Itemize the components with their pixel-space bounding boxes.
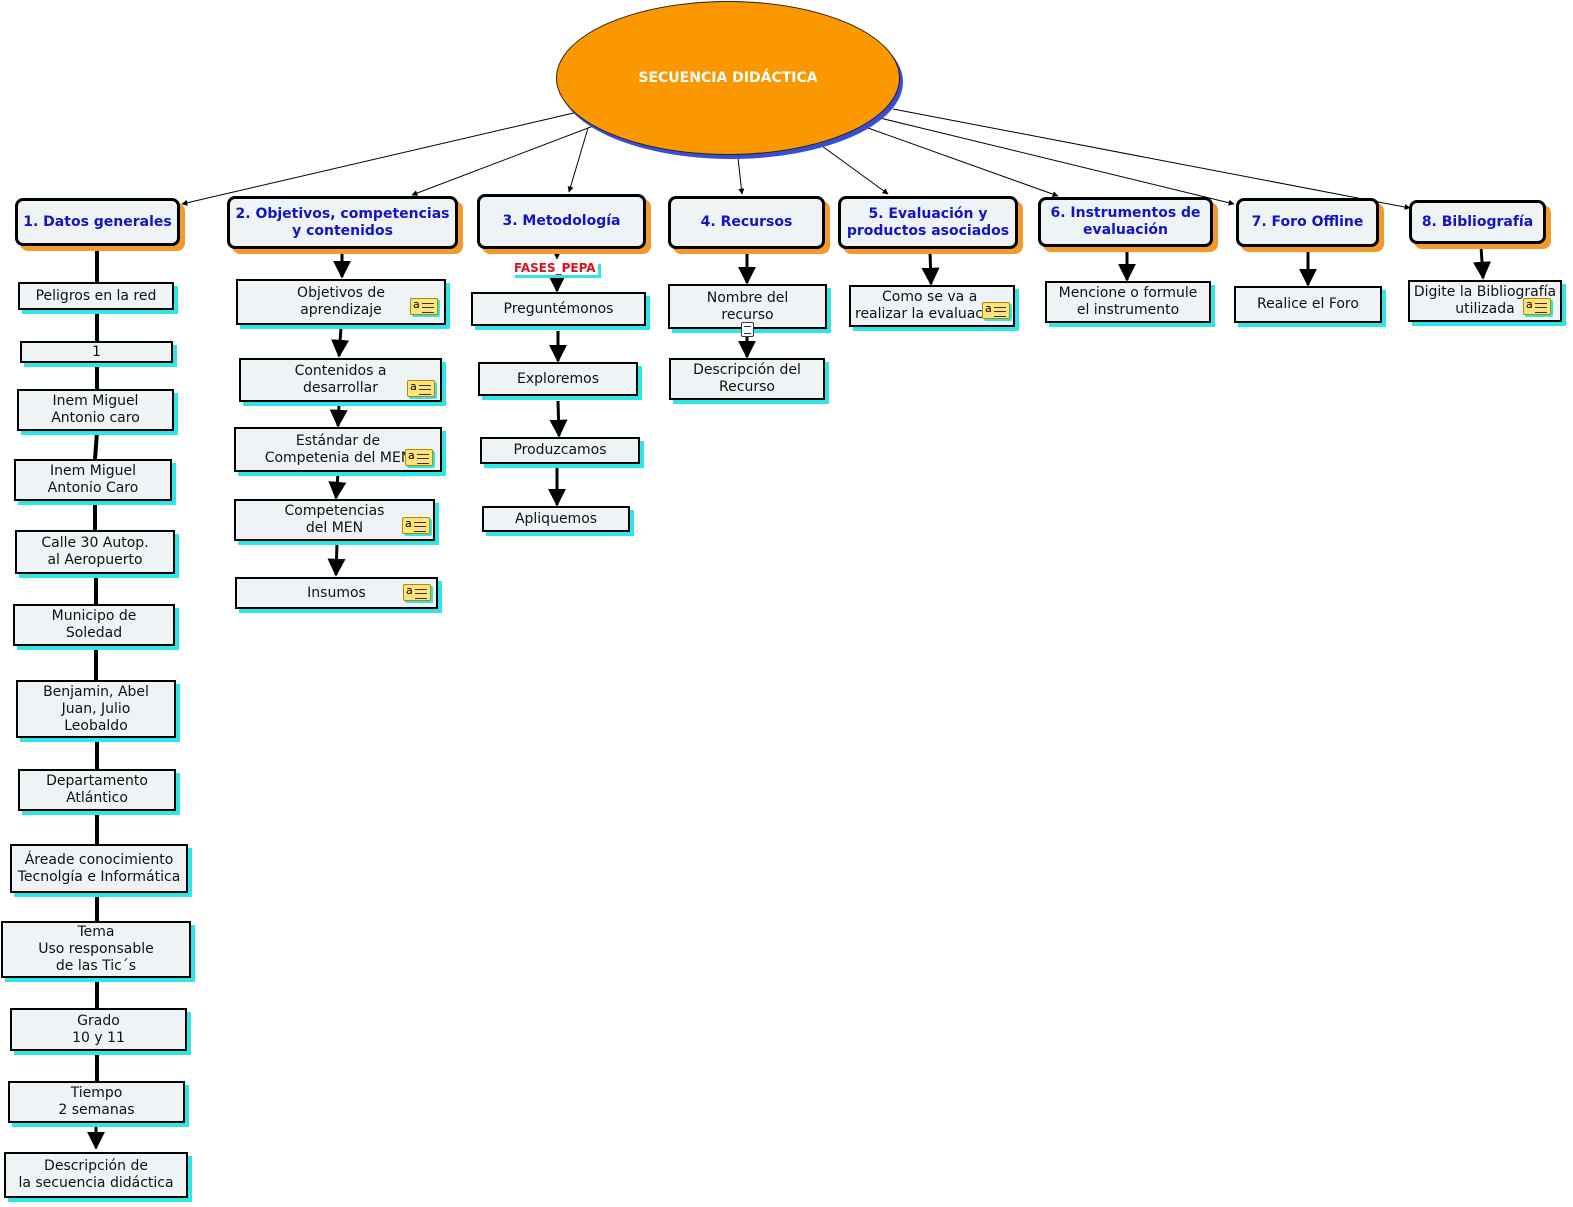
arrow-links <box>87 245 1491 1150</box>
node-metodologia-4[interactable]: Apliquemos <box>482 506 630 532</box>
note-icon[interactable]: a <box>982 302 1010 319</box>
node-datos-12[interactable]: Tiempo 2 semanas <box>8 1081 185 1123</box>
head-metodologia[interactable]: 3. Metodología <box>477 194 646 249</box>
head-instrumentos[interactable]: 6. Instrumentos de evaluación <box>1038 197 1213 247</box>
head-evaluacion[interactable]: 5. Evaluación y productos asociados <box>838 196 1018 249</box>
head-datos-generales[interactable]: 1. Datos generales <box>15 198 180 246</box>
datos-links <box>93 248 99 1081</box>
head-objetivos[interactable]: 2. Objetivos, competencias y contenidos <box>227 196 458 249</box>
node-datos-6[interactable]: Municipo de Soledad <box>13 604 175 646</box>
node-datos-7[interactable]: Benjamin, Abel Juan, Julio Leobaldo <box>16 680 176 738</box>
head-recursos[interactable]: 4. Recursos <box>668 196 825 249</box>
node-metodologia-2[interactable]: Exploremos <box>478 362 638 396</box>
node-metodologia-1[interactable]: Preguntémonos <box>471 292 646 326</box>
node-recursos-1[interactable]: Nombre del recurso <box>668 284 827 329</box>
node-recursos-2[interactable]: Descripción del Recurso <box>669 358 825 400</box>
root-title: SECUENCIA DIDÁCTICA <box>638 70 818 86</box>
node-foro[interactable]: Realice el Foro <box>1234 286 1382 323</box>
root-links <box>181 108 1411 210</box>
node-datos-2[interactable]: 1 <box>20 341 173 363</box>
root-node[interactable]: SECUENCIA DIDÁCTICA <box>556 1 900 155</box>
node-datos-9[interactable]: Áreade conocimiento Tecnolgía e Informát… <box>10 844 188 893</box>
fases-pepa-label: FASES_PEPA <box>512 261 598 275</box>
node-datos-4[interactable]: Inem Miguel Antonio Caro <box>14 459 172 501</box>
node-datos-13[interactable]: Descripción de la secuencia didáctica <box>4 1152 188 1198</box>
node-datos-11[interactable]: Grado 10 y 11 <box>10 1008 187 1051</box>
node-datos-3[interactable]: Inem Miguel Antonio caro <box>17 389 174 431</box>
note-icon[interactable]: a <box>405 449 433 466</box>
node-datos-8[interactable]: Departamento Atlántico <box>18 769 176 811</box>
note-icon[interactable]: a <box>403 584 431 601</box>
node-datos-10[interactable]: Tema Uso responsable de las Tic´s <box>1 921 191 978</box>
node-instrumentos[interactable]: Mencione o formule el instrumento <box>1045 281 1211 323</box>
node-evaluacion[interactable]: Como se va a realizar la evaluación <box>849 285 1015 327</box>
note-icon[interactable]: a <box>1523 298 1551 315</box>
node-objetivos-4[interactable]: Competencias del MEN <box>234 499 435 541</box>
node-datos-5[interactable]: Calle 30 Autop. al Aeropuerto <box>15 530 175 574</box>
node-datos-1[interactable]: Peligros en la red <box>18 282 174 310</box>
head-bibliografia[interactable]: 8. Bibliografía <box>1409 200 1546 244</box>
note-icon[interactable]: a <box>407 380 435 397</box>
document-icon[interactable] <box>741 322 754 337</box>
note-icon[interactable]: a <box>402 517 430 534</box>
note-icon[interactable]: a <box>410 298 438 315</box>
node-metodologia-3[interactable]: Produzcamos <box>480 437 640 464</box>
head-foro[interactable]: 7. Foro Offline <box>1236 198 1379 247</box>
